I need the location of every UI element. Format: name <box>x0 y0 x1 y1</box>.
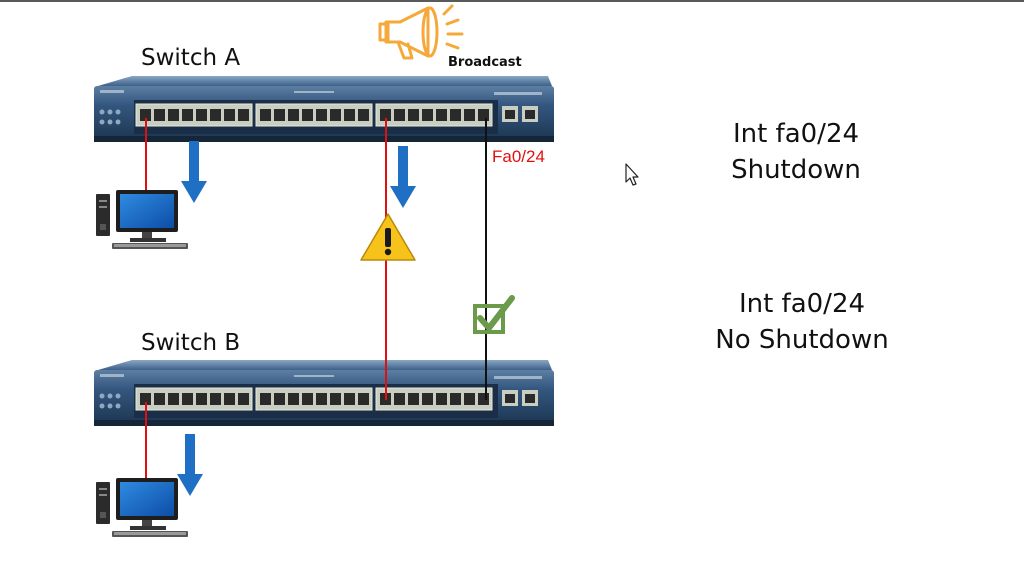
port-label-fa0-24: Fa0/24 <box>492 147 545 166</box>
switch-b-label: Switch B <box>141 330 241 356</box>
command-line: No Shutdown <box>715 325 889 355</box>
top-border <box>0 0 1024 2</box>
shutdown-command: Int fa0/24 Shutdown <box>666 116 926 188</box>
flow-arrow-down-icon <box>177 434 203 496</box>
switch-a-label: Switch A <box>141 45 241 71</box>
broadcast-label: Broadcast <box>448 55 522 70</box>
megaphone-icon <box>378 4 464 60</box>
pc-b-computer-icon <box>96 478 188 537</box>
command-line: Int fa0/24 <box>732 119 860 149</box>
no-shutdown-command: Int fa0/24 No Shutdown <box>672 286 932 358</box>
command-line: Shutdown <box>731 155 861 185</box>
warning-icon <box>360 213 416 261</box>
command-line: Int fa0/24 <box>738 289 866 319</box>
pc-a-computer-icon <box>96 190 188 249</box>
flow-arrow-down-icon <box>390 146 416 208</box>
checkbox-checked-icon <box>473 295 515 334</box>
flow-arrow-down-icon <box>181 141 207 203</box>
mouse-pointer-icon <box>625 163 639 186</box>
